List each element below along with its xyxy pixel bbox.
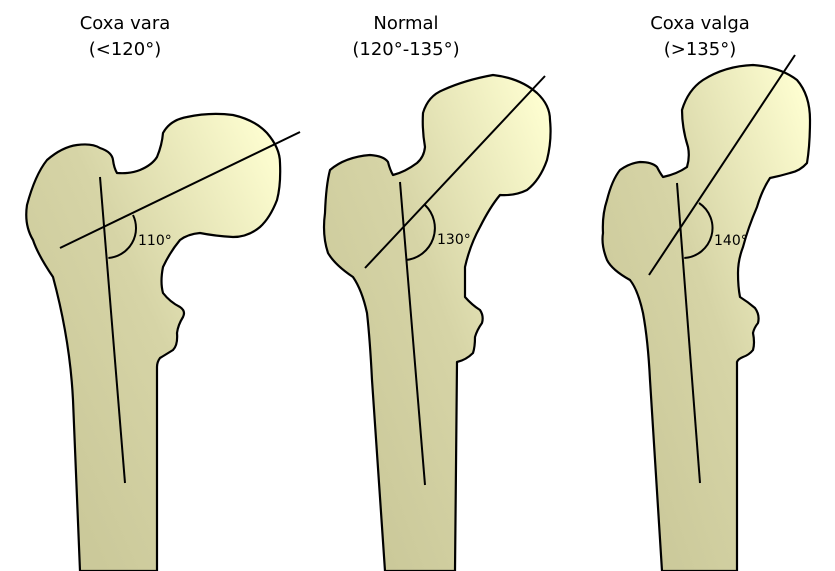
angle-label: 140° xyxy=(714,233,748,249)
panel-title: Coxa valga xyxy=(650,13,750,34)
panel-title: Coxa vara xyxy=(80,13,171,34)
angle-arc xyxy=(108,214,138,259)
shaft-axis-line xyxy=(676,182,701,484)
shaft-axis-line xyxy=(99,176,126,484)
angle-arc xyxy=(405,204,436,261)
panel-angle-range: (<120°) xyxy=(89,39,161,60)
angle-label: 110° xyxy=(138,233,172,249)
femur-outline xyxy=(322,73,552,571)
shaft-axis-line xyxy=(399,181,426,486)
panel-title: Normal xyxy=(373,13,438,34)
angle-label: 130° xyxy=(437,232,471,248)
femur-outline xyxy=(25,112,282,571)
panel-coxa-valga: Coxa valga (>135°) 140° xyxy=(601,13,812,571)
panel-coxa-vara: Coxa vara (<120°) 110° xyxy=(25,13,301,571)
neck-axis-line xyxy=(364,75,546,269)
panel-normal: Normal (120°-135°) 130° xyxy=(322,13,552,571)
panel-angle-range: (>135°) xyxy=(664,39,736,60)
angle-arc xyxy=(684,202,714,259)
femur-outline xyxy=(601,63,812,571)
neck-axis-line xyxy=(648,54,796,276)
neck-axis-line xyxy=(59,131,301,249)
panel-angle-range: (120°-135°) xyxy=(352,39,459,60)
